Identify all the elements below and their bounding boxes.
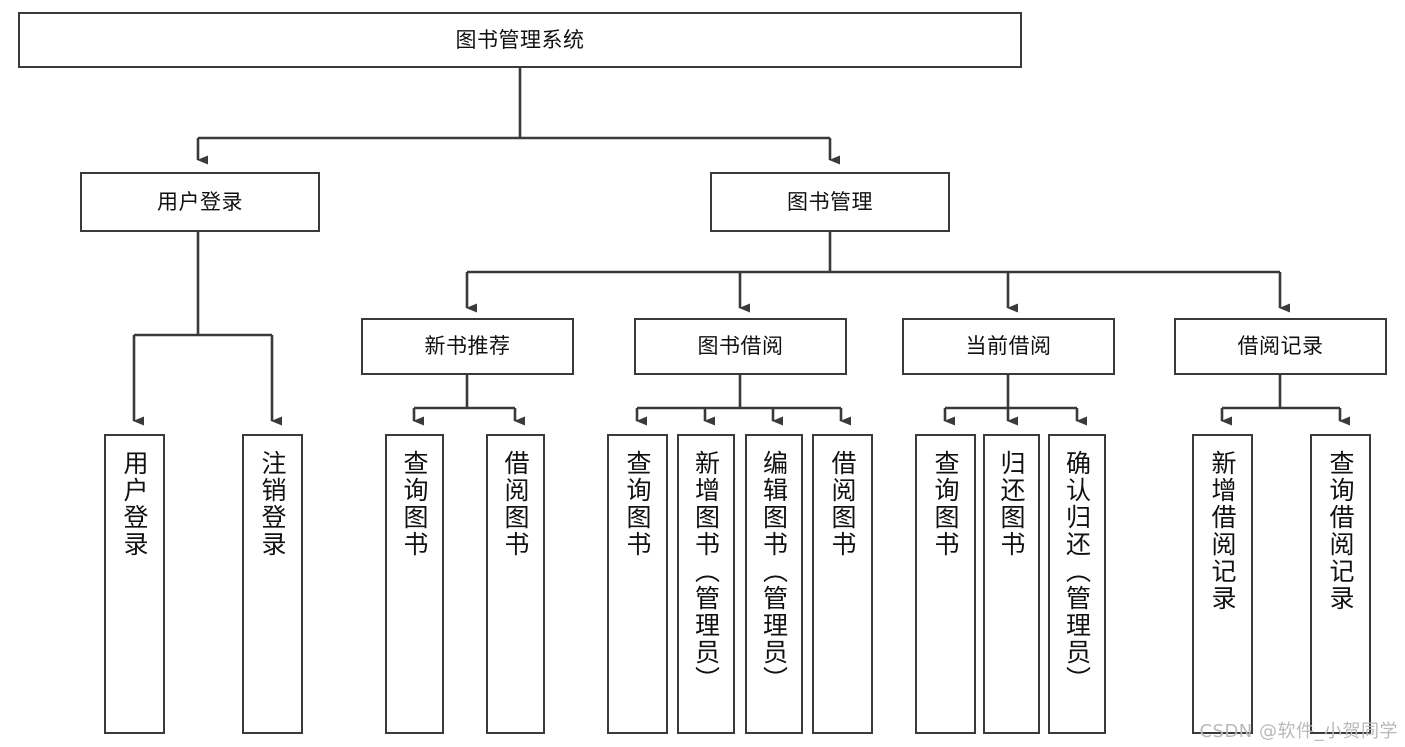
leaf-query-book-3[interactable]: 查询图书: [915, 434, 976, 734]
node-new-book-recommend[interactable]: 新书推荐: [361, 318, 574, 375]
leaf-add-record[interactable]: 新增借阅记录: [1192, 434, 1253, 734]
leaf-query-book-1[interactable]: 查询图书: [385, 434, 444, 734]
leaf-query-record[interactable]: 查询借阅记录: [1310, 434, 1371, 734]
leaf-borrow-book-2-label: 借阅图书: [828, 450, 857, 558]
node-book-borrow[interactable]: 图书借阅: [634, 318, 847, 375]
leaf-add-record-label: 新增借阅记录: [1208, 450, 1237, 612]
node-book-management-label: 图书管理: [787, 189, 873, 214]
node-user-login[interactable]: 用户登录: [80, 172, 320, 232]
leaf-user-login-label: 用户登录: [120, 450, 149, 558]
node-borrow-record-label: 借阅记录: [1237, 334, 1324, 359]
node-root[interactable]: 图书管理系统: [18, 12, 1022, 68]
leaf-user-login[interactable]: 用户登录: [104, 434, 165, 734]
leaf-edit-book-label: 编辑图书（管理员）: [759, 450, 789, 693]
leaf-return-book-label: 归还图书: [997, 450, 1026, 558]
node-book-management[interactable]: 图书管理: [710, 172, 950, 232]
leaf-query-book-3-label: 查询图书: [931, 450, 960, 558]
node-current-borrow-label: 当前借阅: [965, 334, 1052, 359]
leaf-confirm-return[interactable]: 确认归还（管理员）: [1048, 434, 1106, 734]
node-root-label: 图书管理系统: [455, 27, 585, 52]
leaf-add-book[interactable]: 新增图书（管理员）: [677, 434, 735, 734]
leaf-query-record-label: 查询借阅记录: [1326, 450, 1355, 612]
leaf-query-book-1-label: 查询图书: [400, 450, 429, 558]
leaf-add-book-label: 新增图书（管理员）: [691, 450, 721, 693]
leaf-query-book-2[interactable]: 查询图书: [607, 434, 668, 734]
leaf-logout-login[interactable]: 注销登录: [242, 434, 303, 734]
node-borrow-record[interactable]: 借阅记录: [1174, 318, 1387, 375]
leaf-return-book[interactable]: 归还图书: [983, 434, 1040, 734]
node-current-borrow[interactable]: 当前借阅: [902, 318, 1115, 375]
node-new-book-recommend-label: 新书推荐: [424, 334, 511, 359]
node-user-login-label: 用户登录: [157, 189, 243, 214]
leaf-edit-book[interactable]: 编辑图书（管理员）: [745, 434, 803, 734]
leaf-borrow-book-1[interactable]: 借阅图书: [486, 434, 545, 734]
leaf-logout-login-label: 注销登录: [258, 450, 287, 558]
leaf-query-book-2-label: 查询图书: [623, 450, 652, 558]
leaf-confirm-return-label: 确认归还（管理员）: [1062, 450, 1092, 693]
leaf-borrow-book-2[interactable]: 借阅图书: [812, 434, 873, 734]
node-book-borrow-label: 图书借阅: [697, 334, 784, 359]
leaf-borrow-book-1-label: 借阅图书: [501, 450, 530, 558]
